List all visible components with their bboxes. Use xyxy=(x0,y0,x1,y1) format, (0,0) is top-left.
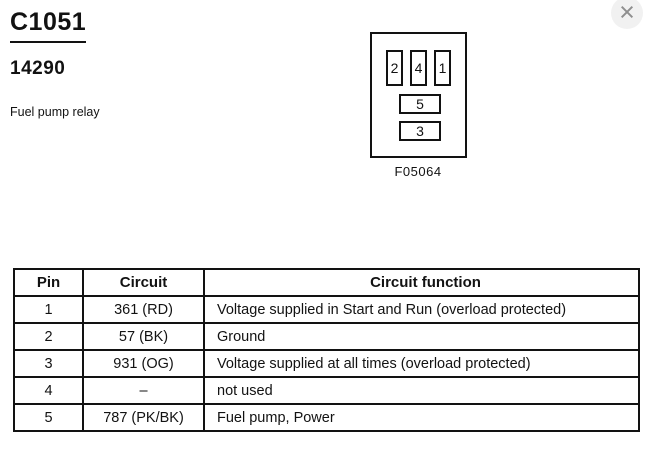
header-circuit: Circuit xyxy=(82,268,205,297)
function-cell: Voltage supplied at all times (overload … xyxy=(203,349,640,378)
pin-cell: 4 xyxy=(13,376,84,405)
table-row: 1 361 (RD) Voltage supplied in Start and… xyxy=(13,295,640,324)
circuit-cell: 57 (BK) xyxy=(82,322,205,351)
table-row: 2 57 (BK) Ground xyxy=(13,322,640,351)
pin-box-1: 1 xyxy=(434,50,451,86)
header-circuit-function: Circuit function xyxy=(203,268,640,297)
table-header-row: Pin Circuit Circuit function xyxy=(13,268,640,297)
diagram-caption: F05064 xyxy=(394,164,442,179)
connector-id-title: C1051 xyxy=(10,8,87,43)
table-row: 4 – not used xyxy=(13,376,640,405)
circuit-cell: 361 (RD) xyxy=(82,295,205,324)
table-row: 3 931 (OG) Voltage supplied at all times… xyxy=(13,349,640,378)
pin-cell: 3 xyxy=(13,349,84,378)
pin-cell: 1 xyxy=(13,295,84,324)
pin-box-5: 5 xyxy=(399,94,441,114)
function-cell: Voltage supplied in Start and Run (overl… xyxy=(203,295,640,324)
pin-cell: 2 xyxy=(13,322,84,351)
part-number: 14290 xyxy=(10,58,66,79)
circuit-cell: – xyxy=(82,376,205,405)
function-cell: Fuel pump, Power xyxy=(203,403,640,432)
pin-box-3: 3 xyxy=(399,121,441,141)
table-row: 5 787 (PK/BK) Fuel pump, Power xyxy=(13,403,640,432)
circuit-cell: 931 (OG) xyxy=(82,349,205,378)
close-icon[interactable]: × xyxy=(611,0,643,29)
pin-box-4: 4 xyxy=(410,50,427,86)
pin-cell: 5 xyxy=(13,403,84,432)
circuit-cell: 787 (PK/BK) xyxy=(82,403,205,432)
pin-table: Pin Circuit Circuit function 1 361 (RD) … xyxy=(13,268,640,432)
function-cell: Ground xyxy=(203,322,640,351)
pin-box-2: 2 xyxy=(386,50,403,86)
connector-diagram: 2 4 1 5 3 xyxy=(370,32,467,158)
connector-description: Fuel pump relay xyxy=(10,105,100,119)
function-cell: not used xyxy=(203,376,640,405)
pin-table-container: Pin Circuit Circuit function 1 361 (RD) … xyxy=(13,268,640,432)
header-pin: Pin xyxy=(13,268,84,297)
